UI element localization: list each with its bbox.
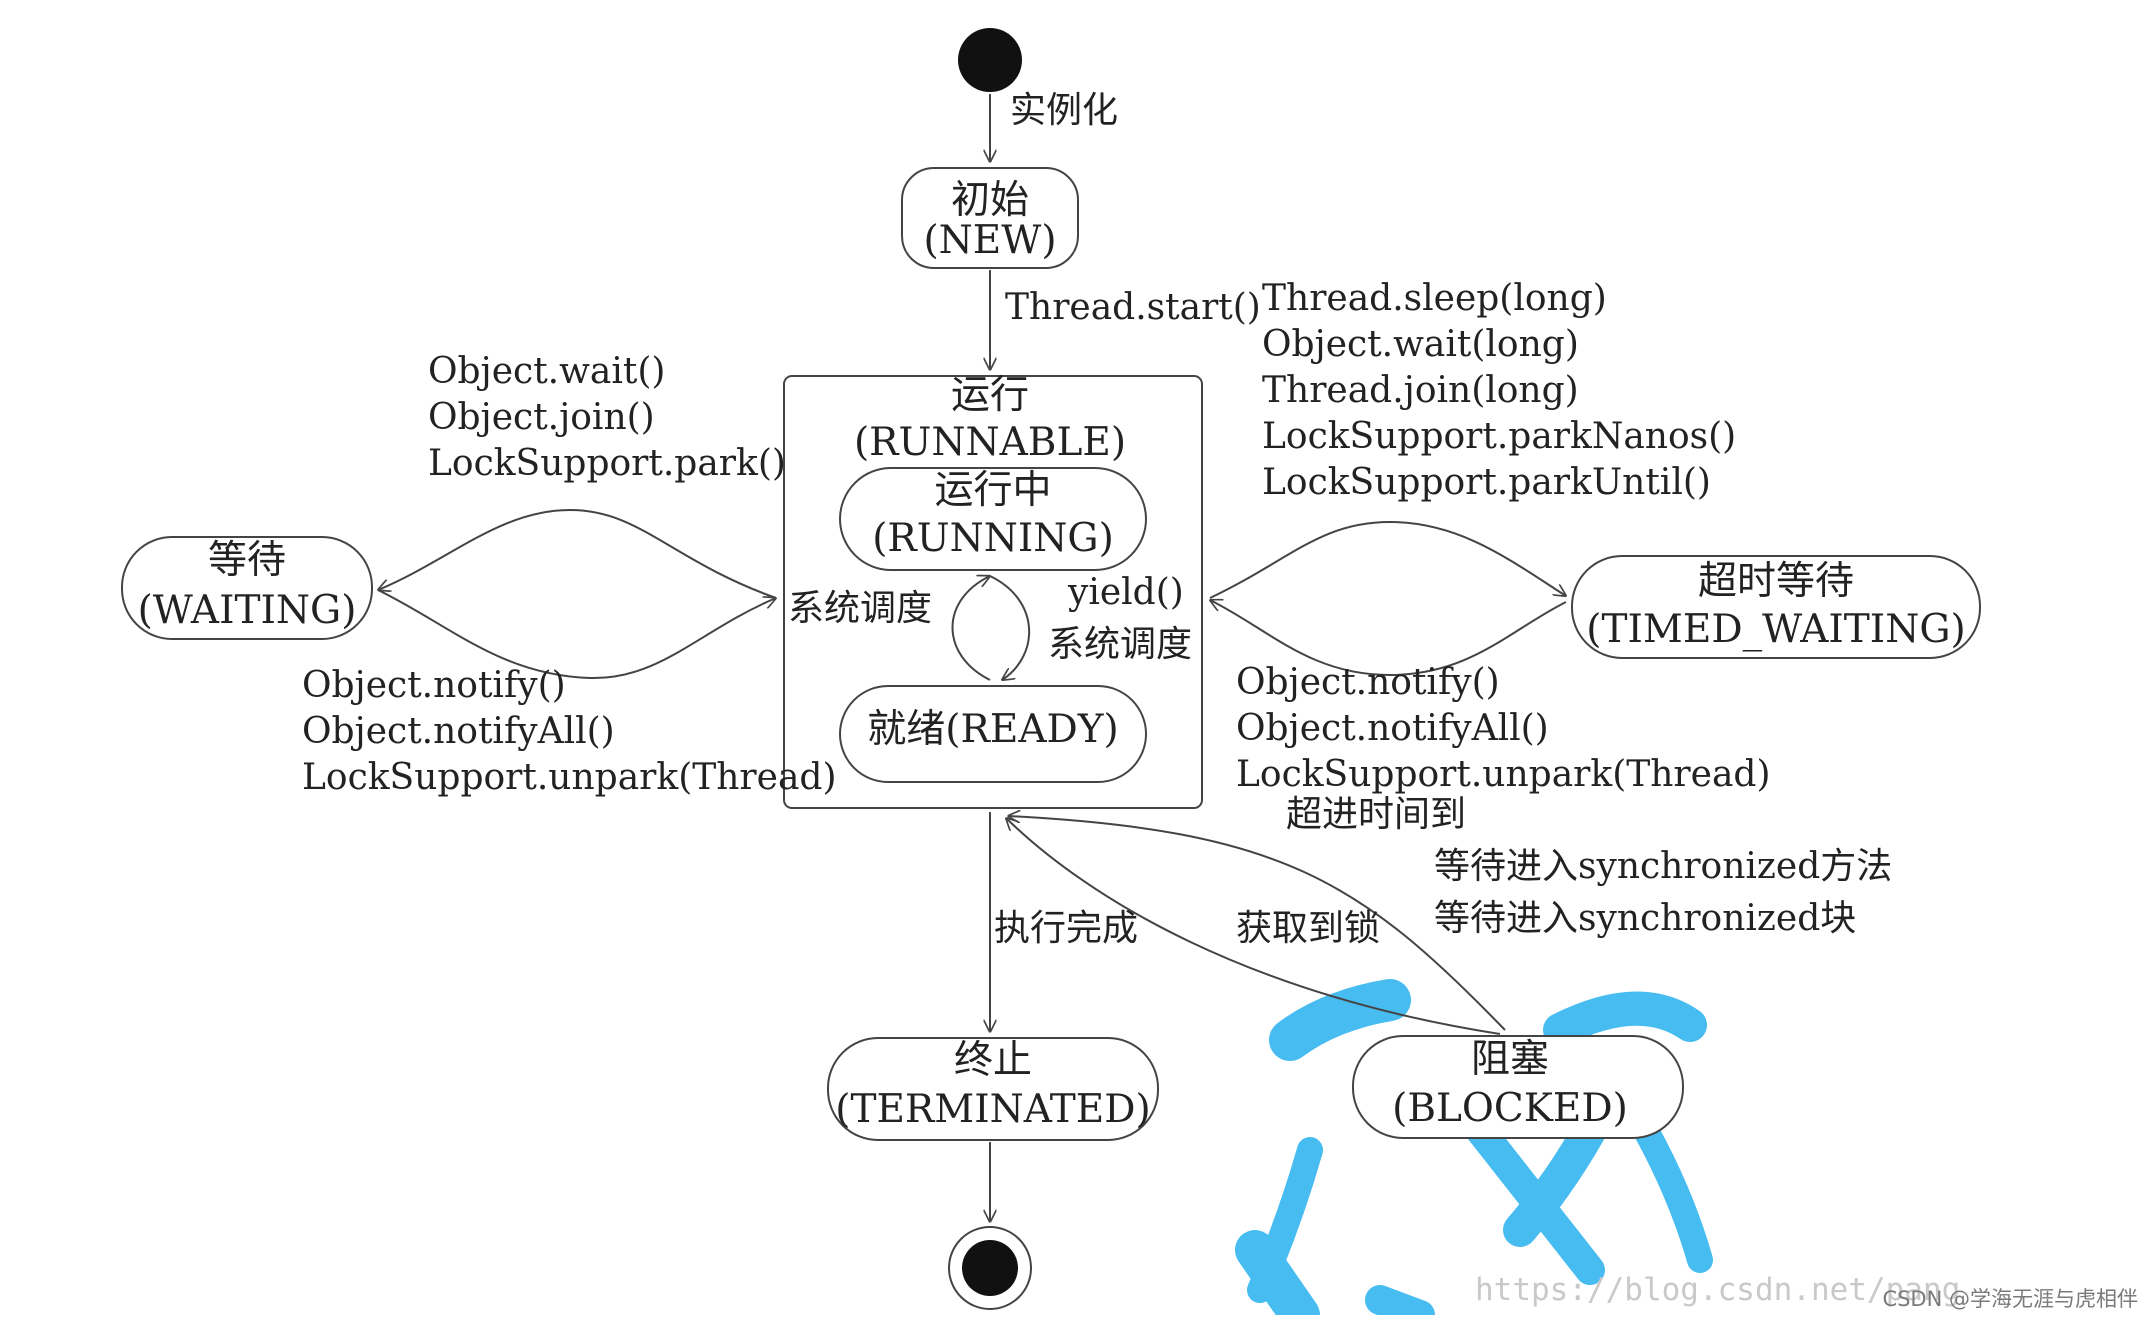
state-running-en: (RUNNING) (872, 516, 1114, 561)
state-new-zh: 初始 (951, 178, 1029, 223)
label-to-blocked-line: 等待进入synchronized块 (1434, 898, 1856, 939)
label-acquire-lock: 获取到锁 (1236, 908, 1380, 949)
label-from-waiting-line: Object.notifyAll() (302, 711, 615, 752)
label-instantiate: 实例化 (1010, 90, 1118, 131)
state-blocked: 阻塞 (BLOCKED) (1352, 1035, 1684, 1139)
label-yield: yield() (1067, 572, 1184, 613)
label-timeout: 超进时间到 (1286, 794, 1466, 835)
state-runnable-zh: 运行 (951, 373, 1029, 418)
label-to-timed-waiting: Thread.sleep(long) Object.wait(long) Thr… (1262, 278, 1736, 503)
edge-from-timed-waiting (1210, 600, 1567, 677)
edge-scheduler-left (951, 576, 991, 681)
label-from-timed-line: Object.notifyAll() (1236, 708, 1549, 749)
state-running: 运行中 (RUNNING) (839, 467, 1147, 571)
state-timed-waiting-en: (TIMED_WAITING) (1586, 607, 1965, 652)
state-waiting-en: (WAITING) (138, 588, 357, 633)
state-ready: 就绪(READY) (839, 685, 1147, 783)
label-from-timed-line: LockSupport.unpark(Thread) (1236, 754, 1771, 795)
label-to-timed-line: LockSupport.parkUntil() (1262, 462, 1711, 503)
state-blocked-zh: 阻塞 (1471, 1037, 1549, 1082)
state-timed-waiting: 超时等待 (TIMED_WAITING) (1571, 555, 1981, 659)
watermark-csdn: CSDN @学海无涯与虎相伴 (1882, 1287, 2138, 1311)
start-node (958, 28, 1022, 92)
state-waiting-zh: 等待 (208, 538, 286, 583)
label-to-timed-line: Thread.sleep(long) (1262, 278, 1607, 319)
state-waiting: 等待 (WAITING) (121, 536, 373, 640)
state-ready-label: 就绪(READY) (867, 707, 1118, 752)
label-to-waiting-line: Object.wait() (428, 351, 665, 392)
label-to-timed-line: LockSupport.parkNanos() (1262, 416, 1736, 457)
label-from-timed-waiting: Object.notify() Object.notifyAll() LockS… (1236, 662, 1771, 795)
edge-acquire-lock (1006, 818, 1501, 1035)
edge-from-waiting (377, 589, 776, 680)
label-finished: 执行完成 (994, 908, 1138, 949)
label-to-waiting-line: LockSupport.park() (428, 443, 786, 484)
state-new-en: (NEW) (923, 218, 1056, 263)
edge-timeout-to-blocked (1008, 816, 1506, 1031)
label-to-timed-line: Thread.join(long) (1262, 370, 1579, 411)
label-to-waiting-line: Object.join() (428, 397, 655, 438)
state-new: 初始 (NEW) (901, 167, 1079, 269)
label-from-waiting-line: LockSupport.unpark(Thread) (302, 757, 837, 798)
label-scheduler-left: 系统调度 (788, 588, 932, 629)
label-from-timed-line: Object.notify() (1236, 662, 1500, 703)
state-terminated: 终止 (TERMINATED) (827, 1037, 1159, 1141)
state-terminated-en: (TERMINATED) (835, 1087, 1151, 1132)
label-to-timed-line: Object.wait(long) (1262, 324, 1579, 365)
state-runnable-en: (RUNNABLE) (854, 420, 1126, 465)
label-from-waiting-line: Object.notify() (302, 665, 566, 706)
label-to-waiting: Object.wait() Object.join() LockSupport.… (428, 351, 786, 484)
label-scheduler-right: 系统调度 (1048, 624, 1192, 665)
label-from-waiting: Object.notify() Object.notifyAll() LockS… (302, 665, 837, 798)
edge-to-waiting (378, 508, 777, 599)
state-timed-waiting-zh: 超时等待 (1698, 559, 1854, 604)
label-to-blocked: 等待进入synchronized方法 等待进入synchronized块 (1434, 846, 1892, 939)
label-to-blocked-line: 等待进入synchronized方法 (1434, 846, 1892, 887)
watermark-url: https://blog.csdn.net/pang (1475, 1272, 1960, 1308)
label-thread-start: Thread.start() (1005, 287, 1261, 328)
state-terminated-zh: 终止 (954, 1038, 1032, 1083)
edge-to-timed-waiting (1209, 520, 1566, 599)
edge-yield (989, 575, 1031, 680)
end-node (948, 1226, 1032, 1310)
state-running-zh: 运行中 (934, 468, 1051, 513)
state-blocked-en: (BLOCKED) (1392, 1086, 1628, 1131)
